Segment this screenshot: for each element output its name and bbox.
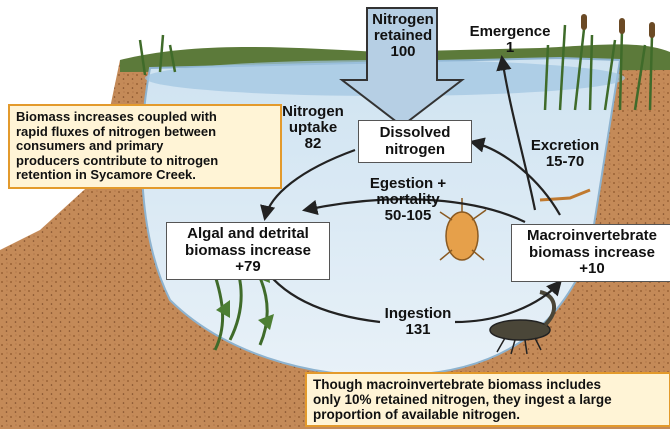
dissolved-nitrogen-box: Dissolved nitrogen — [358, 120, 472, 163]
cattails — [581, 14, 655, 38]
crayfish — [490, 320, 550, 340]
nitrogen-uptake-label: Nitrogen uptake 82 — [270, 104, 356, 153]
macroinvertebrate-box: Macroinvertebrate biomass increase +10 — [511, 224, 670, 282]
macroinvertebrate-note: Though macroinvertebrate biomass include… — [305, 372, 670, 427]
emergence-label: Emergence 1 — [460, 24, 560, 56]
nitrogen-retained-label: Nitrogen retained 100 — [363, 12, 443, 61]
algal-detrital-box: Algal and detrital biomass increase +79 — [166, 222, 330, 280]
ingestion-label: Ingestion 131 — [378, 306, 458, 338]
excretion-label: Excretion 15-70 — [522, 138, 608, 170]
egestion-mortality-label: Egestion + mortality 50-105 — [358, 176, 458, 225]
biomass-note: Biomass increases coupled with rapid flu… — [8, 104, 282, 189]
